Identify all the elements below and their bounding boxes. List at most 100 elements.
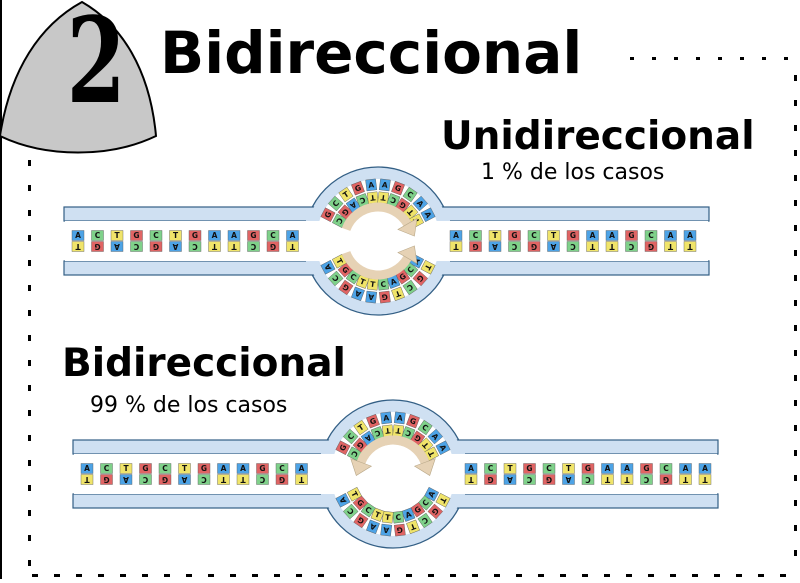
svg-text:C: C: [511, 242, 517, 251]
svg-text:G: G: [192, 231, 198, 240]
nucleotide: G: [275, 474, 289, 485]
svg-text:A: A: [369, 521, 378, 532]
svg-text:A: A: [323, 262, 334, 271]
svg-text:G: G: [643, 464, 649, 473]
nucleotide: C: [370, 426, 385, 441]
replication-bubble-bidirectional: ATCGTAGCCGTAGCATATGCCGATATCGTAGCCGTAGCAT…: [72, 399, 719, 549]
ring-nucleotide: TA: [401, 507, 420, 535]
svg-text:A: A: [605, 464, 611, 473]
svg-text:A: A: [290, 231, 296, 240]
svg-text:G: G: [94, 242, 100, 251]
nucleotide: A: [217, 463, 230, 474]
nucleotide: A: [698, 463, 712, 474]
nucleotide: A: [401, 507, 416, 522]
nucleotide: A: [620, 463, 634, 474]
svg-text:C: C: [345, 506, 356, 516]
nucleotide: C: [508, 241, 521, 252]
nucleotide: T: [435, 493, 451, 508]
svg-text:A: A: [550, 242, 556, 251]
svg-text:A: A: [415, 198, 426, 208]
nucleotide: G: [659, 474, 673, 485]
svg-text:T: T: [240, 475, 246, 484]
svg-text:T: T: [624, 475, 630, 484]
nucleotide: T: [71, 241, 85, 252]
nucleotide: A: [664, 230, 677, 241]
nucleotide: T: [286, 241, 299, 252]
ring-nucleotide: GC: [377, 277, 391, 304]
nucleotide: T: [381, 510, 394, 524]
svg-text:C: C: [192, 242, 198, 251]
nucleotide: A: [562, 474, 575, 485]
svg-text:T: T: [182, 464, 188, 473]
svg-text:G: G: [369, 416, 378, 427]
ring-nucleotide: CG: [410, 502, 433, 529]
nucleotide: T: [381, 424, 394, 438]
svg-text:A: A: [404, 509, 413, 520]
ring-nucleotide: TA: [424, 486, 451, 508]
svg-text:T: T: [702, 475, 708, 484]
nucleotide: A: [335, 493, 351, 508]
nucleotide: G: [188, 230, 202, 241]
nucleotide: T: [562, 463, 575, 474]
svg-text:C: C: [142, 475, 148, 484]
svg-text:T: T: [220, 475, 226, 484]
nucleotide: G: [566, 230, 580, 241]
svg-text:A: A: [668, 231, 674, 240]
nucleotide: C: [139, 474, 152, 485]
nucleotide: C: [523, 474, 536, 485]
ring-nucleotide: TA: [386, 274, 405, 302]
nucleotide: C: [266, 230, 280, 241]
nucleotide: A: [605, 230, 619, 241]
svg-text:C: C: [488, 464, 494, 473]
svg-text:C: C: [162, 464, 168, 473]
nucleotide: T: [420, 260, 436, 275]
svg-text:C: C: [648, 231, 654, 240]
nucleotide: T: [119, 463, 133, 474]
nucleotide: C: [342, 503, 359, 520]
svg-text:C: C: [405, 282, 415, 293]
svg-text:A: A: [348, 200, 358, 211]
badge-number: 2: [66, 0, 126, 130]
svg-text:A: A: [363, 433, 373, 444]
nucleotide: G: [366, 413, 380, 429]
svg-text:C: C: [531, 231, 537, 240]
svg-text:C: C: [279, 464, 285, 473]
svg-text:A: A: [368, 292, 375, 302]
nucleotide: A: [464, 463, 478, 474]
svg-text:G: G: [396, 525, 403, 535]
nucleotide: G: [197, 463, 211, 474]
nucleotide: A: [420, 207, 436, 222]
svg-text:G: G: [341, 282, 351, 293]
ring-nucleotide: AT: [377, 178, 391, 205]
svg-text:C: C: [363, 505, 373, 516]
nucleotide: T: [391, 286, 405, 302]
svg-text:G: G: [394, 183, 403, 194]
nucleotide: C: [327, 270, 344, 287]
nucleotide: T: [295, 474, 308, 485]
nucleotide: A: [435, 440, 451, 455]
svg-text:C: C: [389, 195, 398, 206]
svg-text:T: T: [604, 475, 610, 484]
svg-text:G: G: [663, 475, 669, 484]
svg-text:T: T: [173, 231, 179, 240]
svg-text:T: T: [408, 522, 417, 533]
svg-text:A: A: [396, 413, 403, 423]
nucleotide: T: [370, 507, 385, 522]
nucleotide: G: [644, 241, 658, 252]
ring-nucleotide: GC: [386, 180, 405, 208]
nucleotide: A: [412, 195, 429, 212]
svg-text:T: T: [405, 207, 416, 217]
svg-text:A: A: [565, 475, 571, 484]
svg-text:G: G: [398, 271, 408, 282]
svg-text:A: A: [389, 276, 398, 287]
nucleotide: C: [625, 241, 638, 252]
nucleotide: A: [80, 463, 94, 474]
svg-text:C: C: [526, 475, 532, 484]
nucleotide: G: [581, 463, 595, 474]
svg-text:G: G: [354, 183, 363, 194]
nucleotide: G: [247, 230, 260, 241]
svg-text:T: T: [231, 242, 237, 251]
svg-text:A: A: [181, 475, 187, 484]
svg-text:C: C: [133, 242, 139, 251]
ring-nucleotide: GC: [320, 207, 347, 229]
